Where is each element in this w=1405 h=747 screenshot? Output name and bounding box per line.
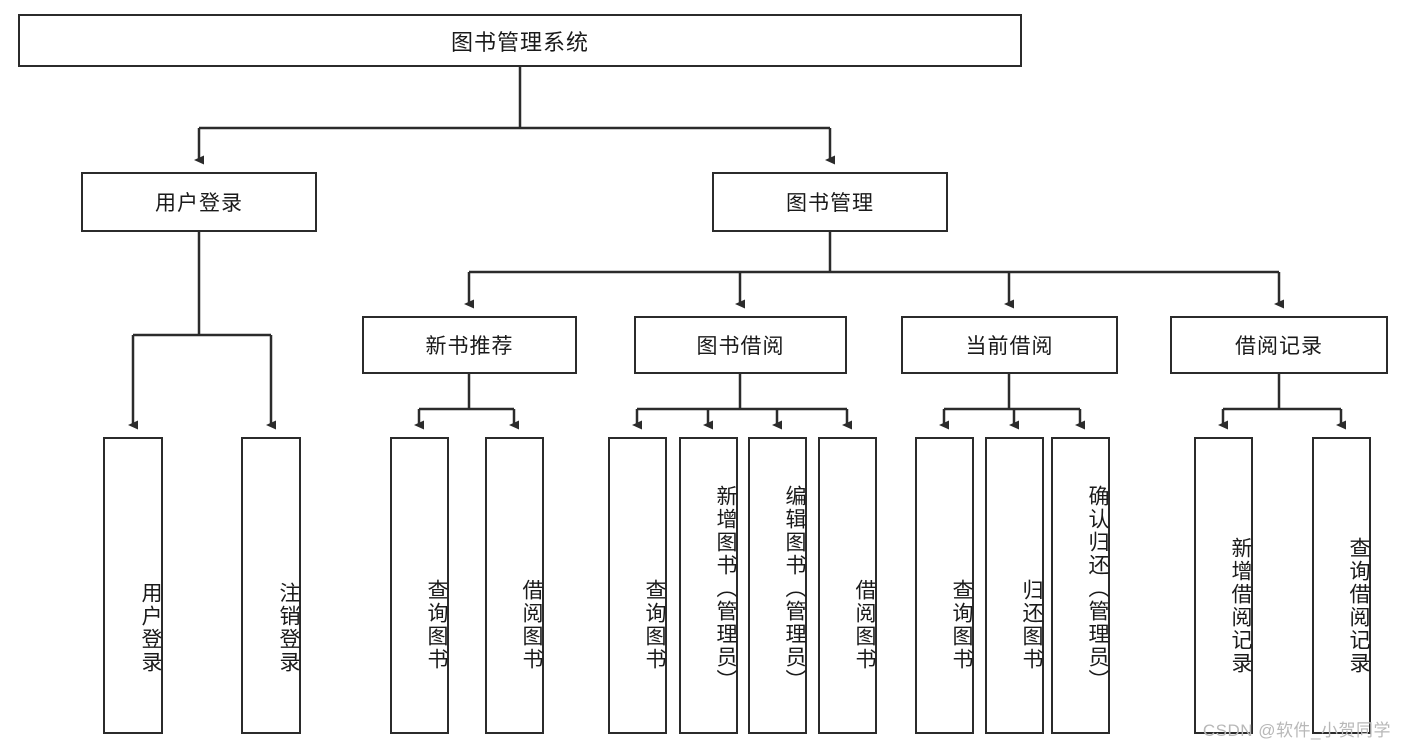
- node-borrow-record[interactable]: 借阅记录: [1170, 316, 1388, 374]
- node-current-borrow-label: 当前借阅: [965, 335, 1054, 358]
- node-leaf-query-book-2[interactable]: 查询图书: [608, 437, 667, 734]
- node-book-borrow-label: 图书借阅: [696, 335, 785, 358]
- node-leaf-add-book-label: 新增图书（管理员）: [714, 485, 737, 692]
- node-leaf-confirm-return-label: 确认归还（管理员）: [1086, 485, 1109, 692]
- node-root[interactable]: 图书管理系统: [18, 14, 1022, 67]
- node-leaf-query-book-1[interactable]: 查询图书: [390, 437, 449, 734]
- node-leaf-borrow-book-1-label: 借阅图书: [520, 578, 543, 671]
- node-leaf-return-book[interactable]: 归还图书: [985, 437, 1044, 734]
- node-leaf-confirm-return[interactable]: 确认归还（管理员）: [1051, 437, 1110, 734]
- node-leaf-user-login-label: 用户登录: [139, 582, 162, 674]
- node-leaf-query-book-1-label: 查询图书: [425, 578, 448, 671]
- node-user-login[interactable]: 用户登录: [81, 172, 317, 232]
- node-leaf-logout[interactable]: 注销登录: [241, 437, 301, 734]
- node-current-borrow[interactable]: 当前借阅: [901, 316, 1118, 374]
- node-new-book-recommend-label: 新书推荐: [425, 335, 514, 358]
- node-leaf-logout-label: 注销登录: [277, 582, 300, 674]
- node-leaf-add-record[interactable]: 新增借阅记录: [1194, 437, 1253, 734]
- node-leaf-query-book-3[interactable]: 查询图书: [915, 437, 974, 734]
- node-leaf-borrow-book-1[interactable]: 借阅图书: [485, 437, 544, 734]
- node-leaf-edit-book[interactable]: 编辑图书（管理员）: [748, 437, 807, 734]
- node-leaf-query-book-2-label: 查询图书: [643, 578, 666, 671]
- node-leaf-add-book[interactable]: 新增图书（管理员）: [679, 437, 738, 734]
- node-leaf-borrow-book-2[interactable]: 借阅图书: [818, 437, 877, 734]
- node-leaf-borrow-book-2-label: 借阅图书: [853, 578, 876, 671]
- watermark-text: CSDN @软件_小贺同学: [1202, 721, 1391, 740]
- node-book-management-label: 图书管理: [786, 192, 874, 215]
- node-leaf-edit-book-label: 编辑图书（管理员）: [783, 485, 806, 692]
- node-root-label: 图书管理系统: [450, 29, 589, 55]
- node-new-book-recommend[interactable]: 新书推荐: [362, 316, 577, 374]
- node-leaf-return-book-label: 归还图书: [1020, 578, 1043, 671]
- node-leaf-query-book-3-label: 查询图书: [950, 578, 973, 671]
- node-borrow-record-label: 借阅记录: [1235, 335, 1323, 358]
- node-leaf-add-record-label: 新增借阅记录: [1229, 536, 1252, 675]
- node-user-login-label: 用户登录: [155, 192, 243, 215]
- node-book-borrow[interactable]: 图书借阅: [634, 316, 847, 374]
- node-book-management[interactable]: 图书管理: [712, 172, 948, 232]
- node-leaf-query-record[interactable]: 查询借阅记录: [1312, 437, 1371, 734]
- node-leaf-query-record-label: 查询借阅记录: [1347, 536, 1370, 675]
- node-leaf-user-login[interactable]: 用户登录: [103, 437, 163, 734]
